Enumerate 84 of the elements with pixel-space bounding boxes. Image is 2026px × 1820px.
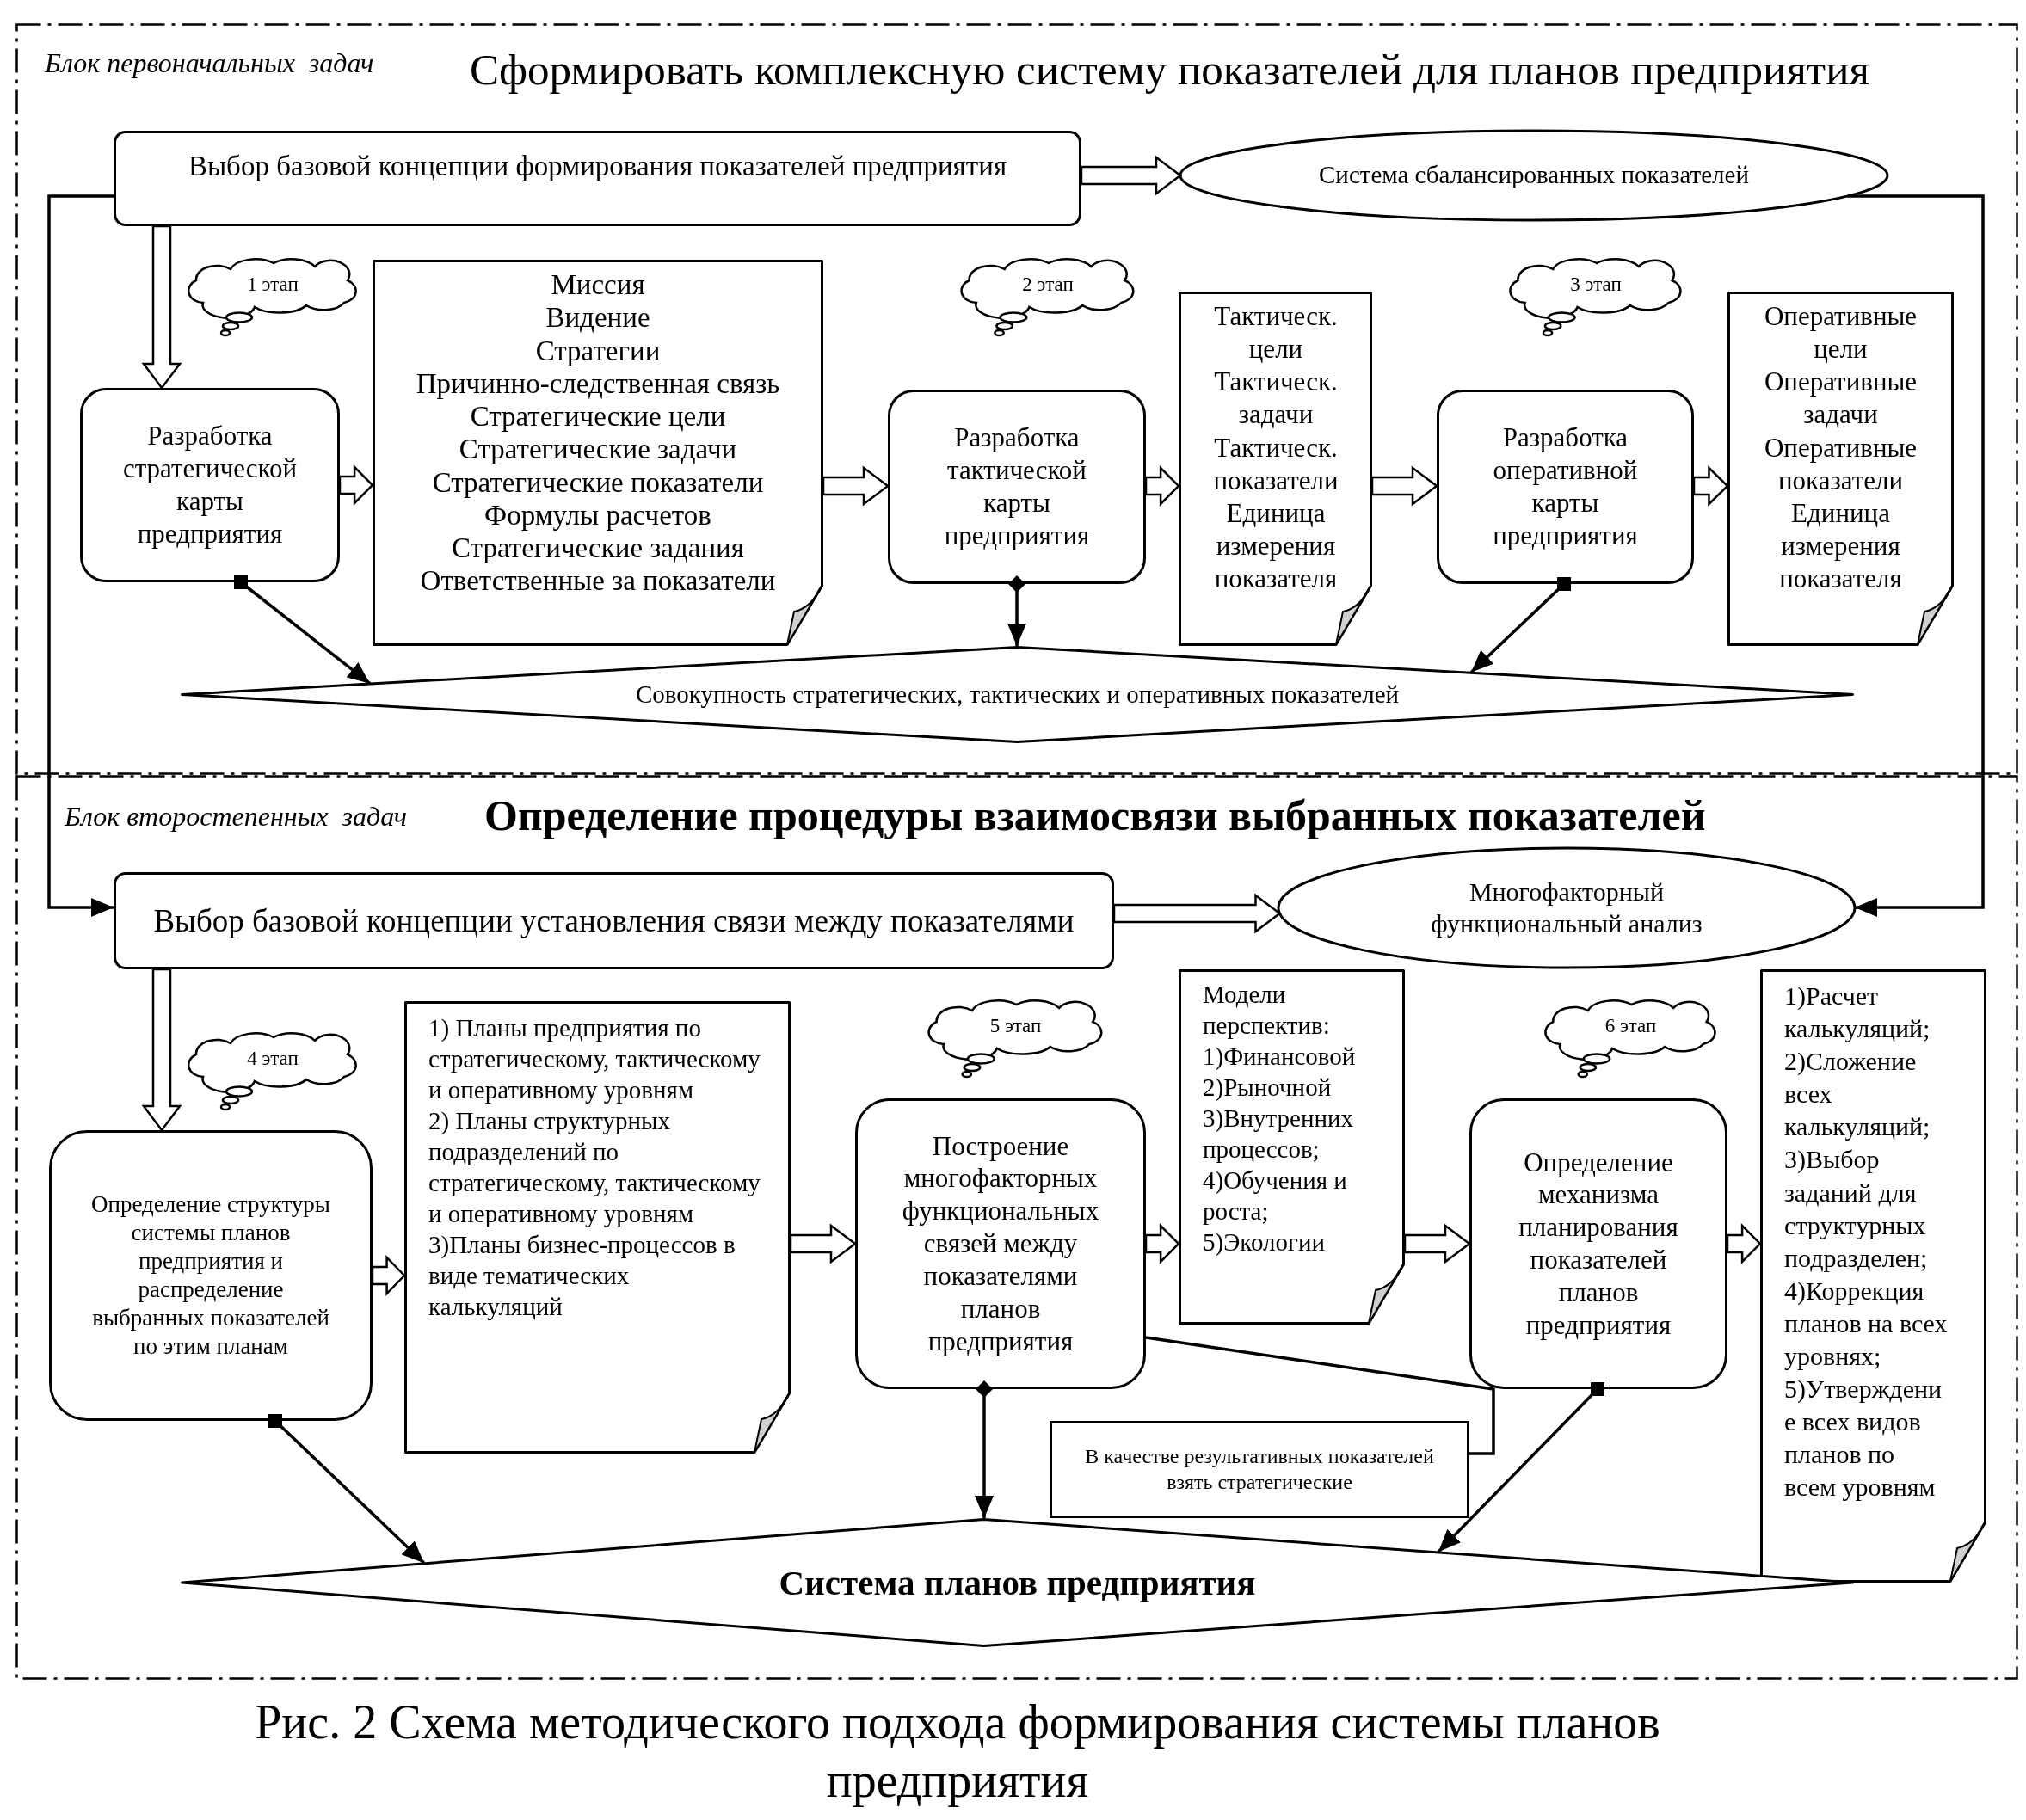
document-text: 1)Расчет калькуляций; xyxy=(1784,981,1931,1045)
document-text: Оперативные цели xyxy=(1763,300,1918,366)
document-text: Формулы расчетов xyxy=(483,498,712,532)
document-text: 1) Планы предприятия по стратегическому, тактическому и оперативному уровням xyxy=(428,1013,761,1105)
arrow xyxy=(1007,575,1026,647)
block-arrow xyxy=(1726,1222,1762,1265)
cloud-text: 1 этап xyxy=(246,272,299,297)
note-text: В качестве результативных показателей взять стратегические xyxy=(1084,1444,1435,1495)
document-text: Миссия xyxy=(550,268,646,302)
document-text: 3)Внутренних процессов; xyxy=(1203,1103,1354,1165)
box-text: Разработка стратегической карты предприятия xyxy=(121,420,299,550)
document-text: 2)Рыночной xyxy=(1203,1072,1333,1103)
ellipse-text: Многофакторный функциональный анализ xyxy=(1430,876,1703,939)
block-arrow xyxy=(1080,155,1183,196)
block-arrow xyxy=(141,968,182,1133)
process-box xyxy=(49,1130,373,1421)
ellipse-text: Система сбалансированных показателей xyxy=(1319,160,1749,191)
arrow xyxy=(1847,194,1985,917)
document-text: 3)Планы бизнес-процессов в виде тематических калькуляций xyxy=(428,1229,736,1322)
document-text: Тактическ. задачи xyxy=(1213,366,1339,432)
document-text: Ответственные за показатели xyxy=(419,564,777,598)
document-text: Единица измерения показателя xyxy=(1778,496,1903,595)
block-arrow xyxy=(1692,465,1729,507)
document-text: Стратегические задачи xyxy=(458,433,738,466)
block-arrow xyxy=(1403,1223,1472,1264)
document-text: Стратегии xyxy=(534,334,662,367)
process-box xyxy=(114,872,1114,969)
block-arrow xyxy=(1144,464,1180,507)
process-box xyxy=(80,388,340,582)
document-text: 3)Выбор заданий для структурных подразделен; xyxy=(1784,1144,1929,1274)
box-text: Определение механизма планирования показателей планов предприятия xyxy=(1518,1146,1679,1342)
document-text: Оперативные показатели xyxy=(1763,431,1918,497)
document-text: Тактическ. показатели xyxy=(1212,431,1339,497)
diamond-text: Система планов предприятия xyxy=(778,1562,1257,1604)
document-text: Модели перспектив: xyxy=(1203,980,1331,1041)
document-text: Оперативные задачи xyxy=(1763,366,1918,432)
box-text: Разработка тактической карты предприятия xyxy=(943,421,1091,552)
document-text: Стратегические цели xyxy=(469,400,727,433)
process-box xyxy=(114,131,1081,226)
block-arrow xyxy=(1370,465,1439,507)
document-text: 2) Планы структурных подразделений по стратегическому, тактическому и оперативному уровням xyxy=(428,1105,761,1229)
process-box xyxy=(1469,1098,1727,1389)
leader-line xyxy=(1145,1336,1495,1455)
document-text: 2)Сложение всех калькуляций; xyxy=(1784,1046,1931,1143)
cloud-text: 6 этап xyxy=(1604,1013,1658,1038)
document-text: Тактическ. цели xyxy=(1213,300,1339,366)
document-text: 5)Экологии xyxy=(1203,1227,1326,1257)
document-text: Стратегические задания xyxy=(451,532,745,565)
box-text: Выбор базовой концепции формирования показателей предприятия xyxy=(188,150,1007,183)
figure-caption: Рис. 2 Схема методического подхода формирования системы планов предприятия xyxy=(254,1694,1661,1809)
block-arrow xyxy=(338,464,374,507)
document-text: 5)Утверждение всех видов планов по всем уровням xyxy=(1784,1374,1943,1503)
block-arrow xyxy=(789,1223,858,1264)
process-box xyxy=(1437,390,1694,584)
box-text: Разработка оперативной карты предприятия xyxy=(1492,421,1639,552)
document-text: 1)Финансовой xyxy=(1203,1041,1357,1072)
arrow xyxy=(975,1380,994,1519)
document-text: Единица измерения показателя xyxy=(1213,496,1339,595)
document-text: Стратегические показатели xyxy=(431,465,765,499)
block-arrow xyxy=(822,465,890,507)
block-arrow xyxy=(141,224,182,390)
document-text: 4)Коррекция планов на всех уровнях; xyxy=(1784,1275,1949,1373)
arrow xyxy=(47,194,114,917)
process-box xyxy=(855,1098,1146,1389)
block-arrow xyxy=(1112,893,1282,934)
block-label: Блок второстепенных задач xyxy=(65,800,408,833)
note-box xyxy=(1050,1421,1469,1518)
diamond-text: Совокупность стратегических, тактических и оперативных показателей xyxy=(634,679,1401,710)
block-arrow xyxy=(1144,1222,1180,1265)
block-title: Сформировать комплексную систему показателей для планов предприятия xyxy=(470,45,1869,95)
box-text: Построение многофакторных функциональных связей между показателями планов предприятия xyxy=(901,1129,1100,1358)
cloud-text: 4 этап xyxy=(246,1046,299,1071)
block-arrow xyxy=(371,1254,406,1297)
document-text: 4)Обучения и роста; xyxy=(1203,1165,1348,1227)
cloud-text: 2 этап xyxy=(1021,272,1075,297)
process-box xyxy=(888,390,1146,584)
cloud-text: 3 этап xyxy=(1569,272,1623,297)
document-text: Видение xyxy=(545,301,651,335)
document-text: Причинно-следственная связь xyxy=(415,366,781,401)
block-title: Определение процедуры взаимосвязи выбранных показателей xyxy=(484,790,1706,841)
box-text: Определение структуры системы планов предприятия и распределение выбранных показателей по этим планам xyxy=(90,1190,331,1361)
block-label: Блок первоначальных задач xyxy=(45,46,374,80)
cloud-text: 5 этап xyxy=(988,1013,1043,1038)
box-text: Выбор базовой концепции установления связи между показателями xyxy=(153,901,1075,940)
